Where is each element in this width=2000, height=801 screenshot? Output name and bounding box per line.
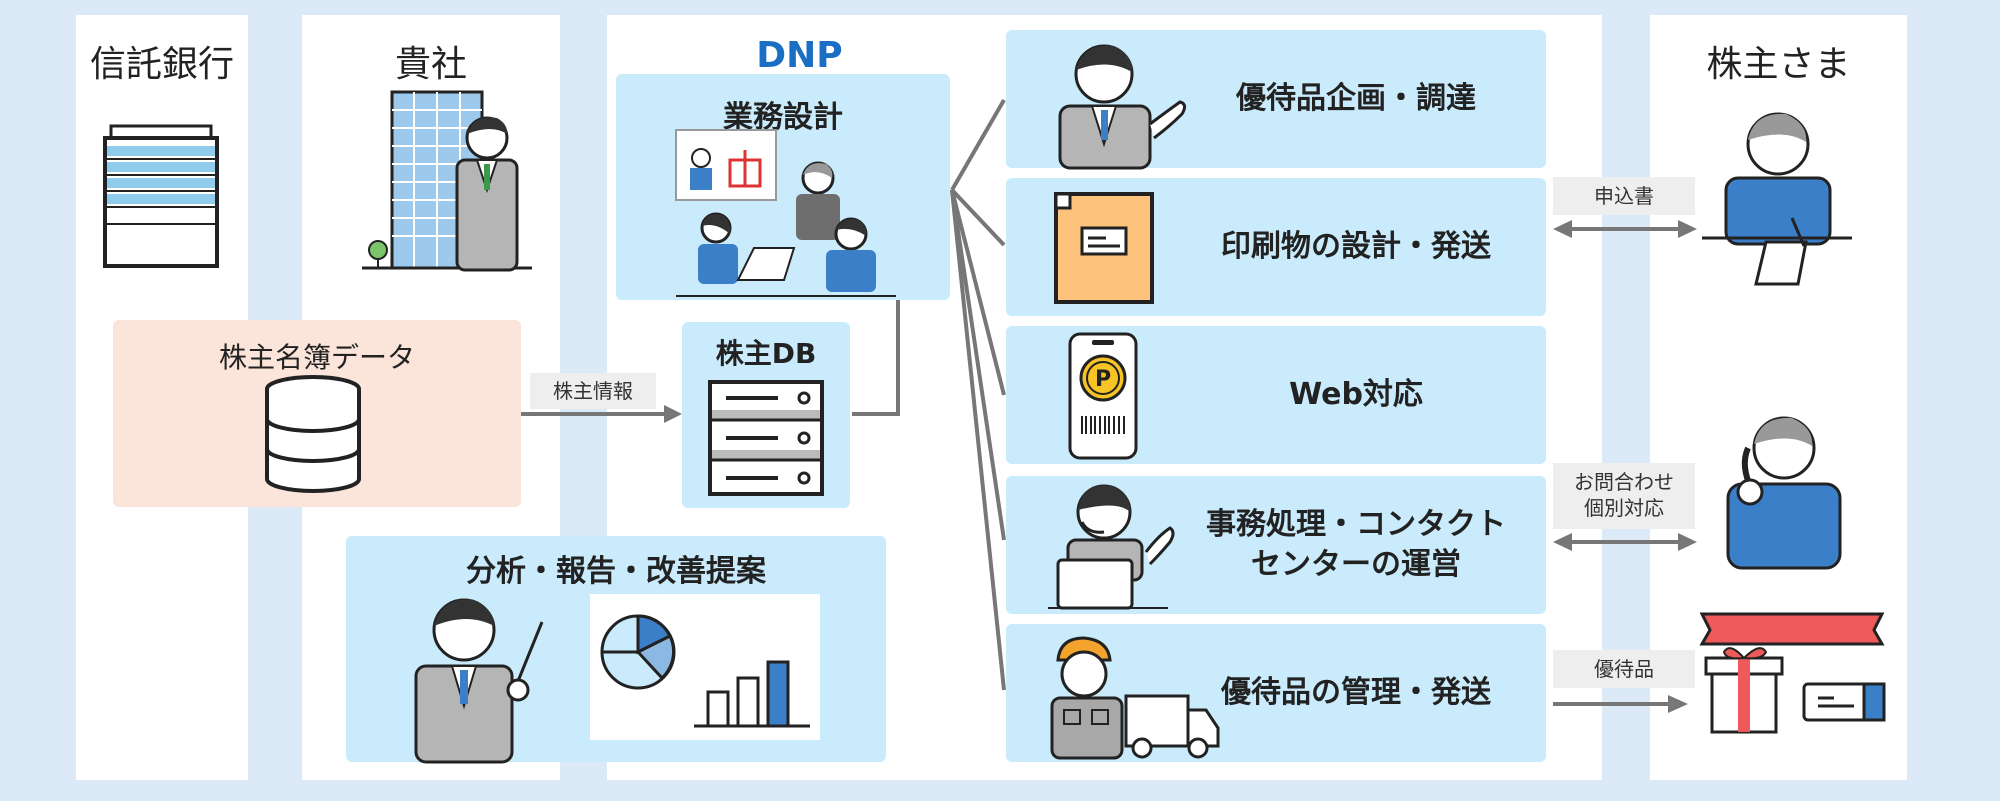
shareholders-title: 株主さま — [1706, 44, 1851, 85]
presenter-illustration — [414, 598, 544, 764]
shareholder-db-box: 株主DB — [682, 322, 850, 508]
analysis-label: 分析・報告・改善提案 — [466, 554, 766, 589]
server-rack-icon — [708, 380, 824, 496]
registry-label: 株主名簿データ — [218, 341, 415, 374]
inquiry-tag: お問合わせ 個別対応 — [1553, 463, 1695, 529]
registry-box: 株主名簿データ — [113, 320, 521, 507]
gift-ticket-icon — [1699, 612, 1886, 734]
service-web: P Web対応 — [1006, 326, 1546, 464]
service-gift-planning: 優待品企画・調達 — [1006, 30, 1546, 170]
smartphone-point-icon: P — [1068, 332, 1138, 460]
report-panel — [590, 594, 820, 740]
service-web-label: Web対応 — [1289, 377, 1423, 412]
service-gift-delivery-label: 優待品の管理・発送 — [1221, 675, 1491, 710]
inquiry-tag-line2: 個別対応 — [1584, 496, 1664, 520]
document-box-icon — [1054, 192, 1154, 304]
service-contact-center-label: 事務処理・コンタクト センターの運営 — [1206, 507, 1506, 582]
inquiry-tag-line1: お問合わせ — [1574, 470, 1674, 494]
shareholder-info-tag: 株主情報 — [530, 373, 656, 409]
meeting-illustration — [675, 129, 896, 297]
service-contact-center: 事務処理・コンタクト センターの運営 — [1006, 476, 1546, 614]
company-title: 貴社 — [394, 44, 467, 85]
businessman-gesture-icon — [1058, 44, 1187, 170]
business-design-box: 業務設計 — [616, 74, 950, 300]
point-letter: P — [1095, 367, 1111, 392]
service-gift-delivery: 優待品の管理・発送 — [1006, 624, 1546, 762]
analysis-box: 分析・報告・改善提案 — [346, 536, 886, 764]
company-building-icon — [362, 90, 532, 272]
bank-building-icon — [103, 124, 219, 268]
application-tag: 申込書 — [1553, 177, 1695, 215]
service-print-label: 印刷物の設計・発送 — [1221, 229, 1491, 264]
shareholder-phone-icon — [1726, 416, 1842, 570]
service-print: 印刷物の設計・発送 — [1006, 178, 1546, 316]
shareholder-writing-icon — [1702, 112, 1852, 286]
delivery-worker-truck-icon — [1050, 636, 1220, 760]
database-icon — [265, 375, 361, 493]
service-gift-planning-label: 優待品企画・調達 — [1236, 81, 1476, 116]
gift-tag: 優待品 — [1553, 650, 1695, 688]
shareholder-db-label: 株主DB — [715, 337, 817, 370]
operator-headset-icon — [1048, 484, 1175, 610]
pie-chart-icon — [600, 614, 676, 690]
dnp-title: DNP — [756, 35, 843, 76]
bar-chart-icon — [694, 660, 810, 728]
trust-bank-title: 信託銀行 — [89, 44, 234, 85]
